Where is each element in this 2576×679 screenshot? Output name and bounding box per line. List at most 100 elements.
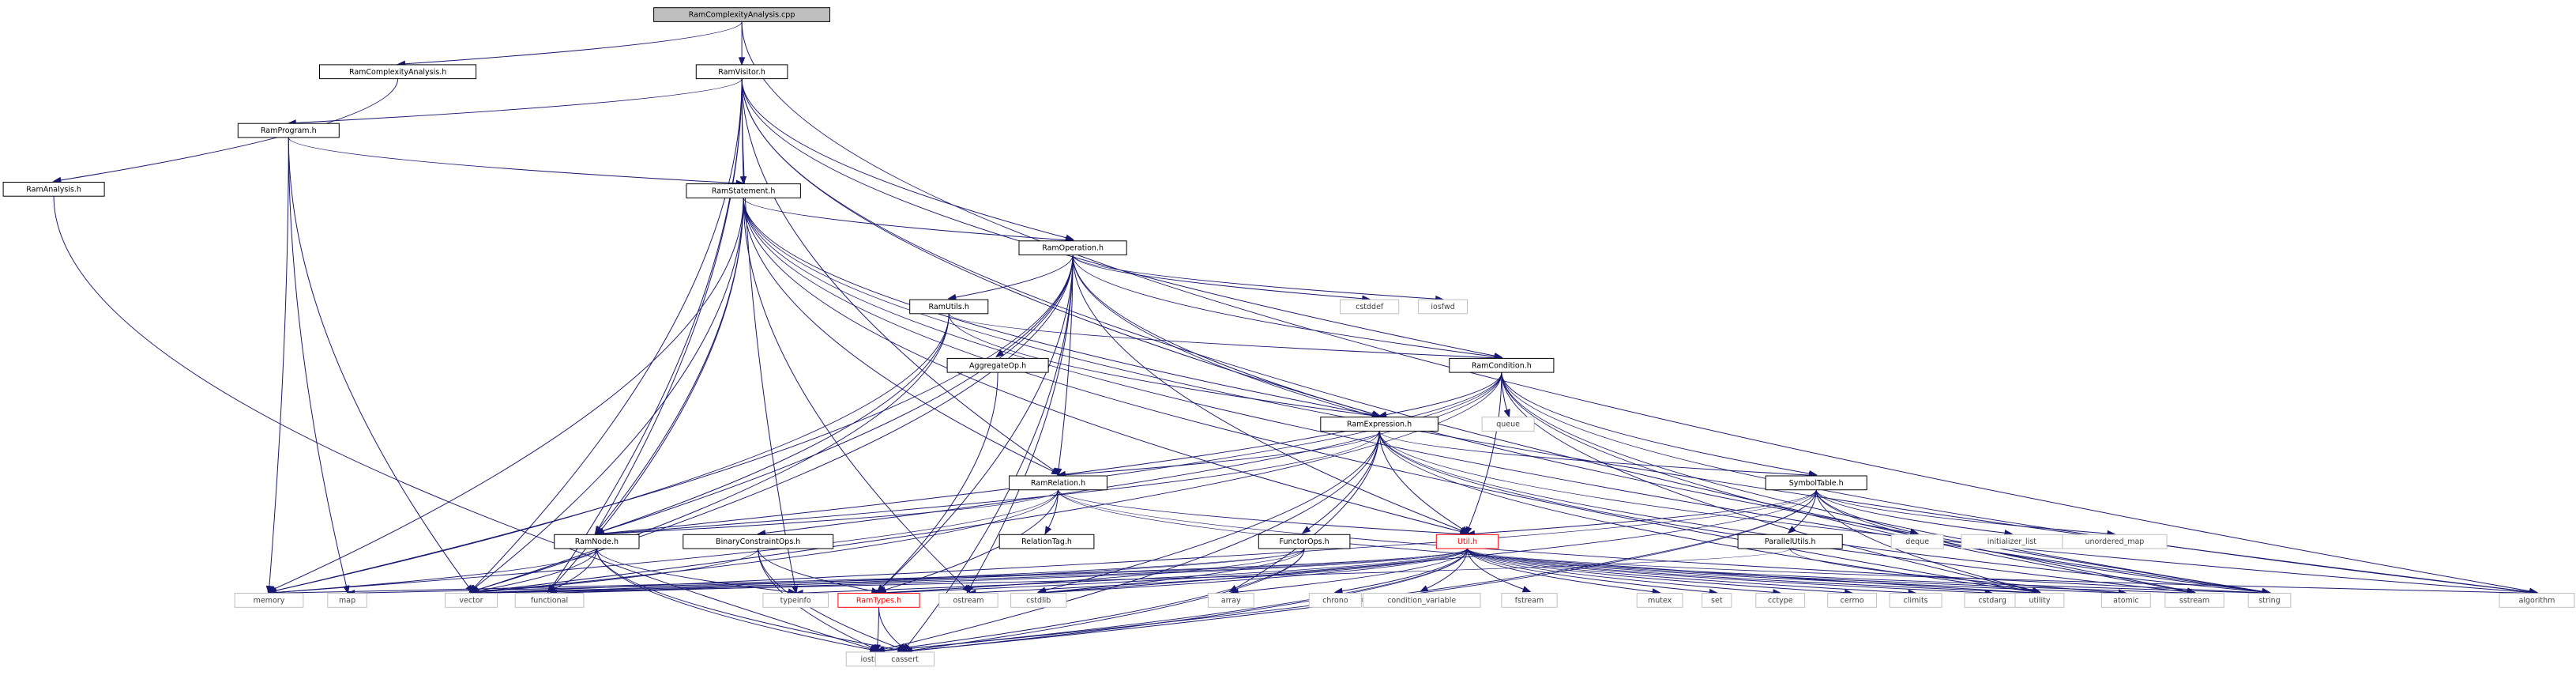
node-box bbox=[2014, 593, 2065, 608]
edge-ramvisitor-h-to-ramprogram-h bbox=[287, 78, 743, 126]
node-cstddef: cstddef bbox=[1340, 299, 1400, 315]
edge-line bbox=[1501, 372, 2263, 592]
edge-ramexpression-h-to-ramrelation-h bbox=[1057, 431, 1380, 478]
edge-arrowhead bbox=[739, 175, 747, 185]
edge-ramutils-h-to-vector bbox=[469, 313, 950, 593]
node-ramexpression-h[interactable]: RamExpression.h bbox=[1320, 417, 1438, 432]
edge-ramexpression-h-to-algorithm bbox=[1378, 431, 2538, 596]
edge-line bbox=[274, 198, 744, 590]
node-label: condition_variable bbox=[1387, 597, 1456, 605]
edge-line bbox=[741, 78, 795, 587]
node-ramprogram-h[interactable]: RamProgram.h bbox=[237, 123, 340, 138]
edge-line bbox=[556, 548, 1468, 594]
node-ramanalysis-h[interactable]: RamAnalysis.h bbox=[2, 182, 105, 197]
node-label: sstream bbox=[2179, 597, 2209, 605]
edge-line bbox=[1072, 255, 1363, 300]
edge-line bbox=[596, 549, 898, 651]
edge-line bbox=[883, 431, 1380, 650]
edge-ramoperation-h-to-iosfwd bbox=[1072, 255, 1444, 303]
node-symboltable-h[interactable]: SymbolTable.h bbox=[1765, 475, 1867, 491]
node-ramcomplexityanalysis-cpp[interactable]: RamComplexityAnalysis.cpp bbox=[653, 7, 830, 22]
edge-ramcondition-h-to-symboltable-h bbox=[1501, 372, 1818, 477]
edge-line bbox=[1378, 431, 1810, 476]
node-box bbox=[1009, 475, 1107, 491]
edge-line bbox=[886, 548, 1468, 594]
node-box bbox=[445, 593, 498, 608]
node-box bbox=[762, 593, 829, 608]
edge-ramtypes-h-to-cassert bbox=[878, 607, 908, 651]
edge-line bbox=[295, 78, 743, 123]
edge-line bbox=[743, 198, 1373, 416]
edge-line bbox=[1238, 548, 1468, 593]
node-label: cassert bbox=[891, 655, 919, 664]
edge-ramvisitor-h-to-ramcondition-h bbox=[741, 78, 1503, 360]
node-algorithm: algorithm bbox=[2499, 593, 2575, 608]
edge-line bbox=[1072, 255, 1462, 531]
edge-arrowhead bbox=[738, 57, 746, 66]
edge-arrowhead bbox=[1044, 526, 1052, 535]
node-ramstatement-h[interactable]: RamStatement.h bbox=[686, 183, 801, 198]
node-label: RamVisitor.h bbox=[718, 68, 765, 77]
edge-ramutils-h-to-memory bbox=[267, 313, 950, 594]
edge-line bbox=[743, 198, 1066, 241]
node-label: RamRelation.h bbox=[1031, 479, 1085, 488]
node-label: initializer_list bbox=[1987, 538, 2036, 546]
node-ramvisitor-h[interactable]: RamVisitor.h bbox=[695, 64, 788, 80]
node-relationtag-h[interactable]: RelationTag.h bbox=[998, 534, 1095, 549]
edge-util-h-to-condition-variable bbox=[1419, 549, 1468, 592]
edge-line bbox=[1468, 372, 1502, 528]
edge-line bbox=[1467, 548, 1845, 594]
edge-line bbox=[948, 313, 1495, 359]
node-ramrelation-h[interactable]: RamRelation.h bbox=[1009, 475, 1107, 491]
node-label: vector bbox=[459, 597, 483, 605]
node-ramcondition-h[interactable]: RamCondition.h bbox=[1449, 357, 1555, 373]
edge-line bbox=[275, 255, 1074, 591]
edge-symboltable-h-to-iostream bbox=[875, 489, 1817, 654]
edge-line bbox=[1467, 549, 1653, 593]
node-ramutils-h[interactable]: RamUtils.h bbox=[909, 299, 989, 315]
node-label: RelationTag.h bbox=[1021, 538, 1072, 546]
edge-ramcondition-h-to-ramexpression-h bbox=[1378, 372, 1502, 418]
node-box bbox=[1010, 593, 1067, 608]
node-label: Util.h bbox=[1457, 538, 1477, 546]
node-cctype: cctype bbox=[1755, 593, 1806, 608]
node-box bbox=[1435, 534, 1499, 549]
edge-ramexpression-h-to-util-h bbox=[1378, 431, 1470, 534]
edge-line bbox=[53, 196, 871, 650]
node-box bbox=[1636, 593, 1683, 608]
edge-line bbox=[1467, 548, 1986, 594]
node-map: map bbox=[327, 593, 367, 608]
node-ramnode-h[interactable]: RamNode.h bbox=[554, 534, 640, 549]
node-label: atomic bbox=[2113, 597, 2138, 605]
node-condition-variable: condition_variable bbox=[1362, 593, 1481, 608]
edge-line bbox=[276, 548, 597, 593]
node-box bbox=[695, 64, 788, 80]
edge-line bbox=[288, 137, 347, 587]
node-label: AggregateOp.h bbox=[969, 361, 1026, 370]
node-aggregateop-h[interactable]: AggregateOp.h bbox=[946, 357, 1049, 373]
node-binaryconstraintops-h[interactable]: BinaryConstraintOps.h bbox=[683, 534, 834, 549]
edge-line bbox=[599, 198, 744, 529]
node-box bbox=[1320, 417, 1438, 432]
node-parallelutils-h[interactable]: ParallelUtils.h bbox=[1737, 534, 1843, 549]
edge-line bbox=[60, 78, 399, 181]
edge-ramvisitor-h-to-functional bbox=[547, 78, 743, 594]
edge-arrowhead bbox=[1461, 526, 1470, 534]
edge-ramprogram-h-to-map bbox=[288, 137, 350, 594]
edge-line bbox=[1467, 548, 2188, 594]
node-array: array bbox=[1207, 593, 1254, 608]
node-box bbox=[1765, 475, 1867, 491]
node-ramoperation-h[interactable]: RamOperation.h bbox=[1018, 240, 1127, 255]
node-box bbox=[2247, 593, 2292, 608]
edge-ramnode-h-to-memory bbox=[268, 548, 597, 596]
node-label: iosfwd bbox=[1431, 303, 1454, 311]
node-ramtypes-h[interactable]: RamTypes.h bbox=[837, 593, 920, 608]
node-ramcomplexityanalysis-h[interactable]: RamComplexityAnalysis.h bbox=[319, 64, 477, 80]
node-memory: memory bbox=[234, 593, 304, 608]
edge-arrowhead bbox=[947, 293, 957, 301]
node-util-h[interactable]: Util.h bbox=[1435, 534, 1499, 549]
edge-line bbox=[1467, 548, 1909, 594]
node-label: RamComplexityAnalysis.h bbox=[349, 68, 446, 77]
node-label: cstddef bbox=[1356, 303, 1384, 311]
node-functorops-h[interactable]: FunctorOps.h bbox=[1258, 534, 1351, 549]
